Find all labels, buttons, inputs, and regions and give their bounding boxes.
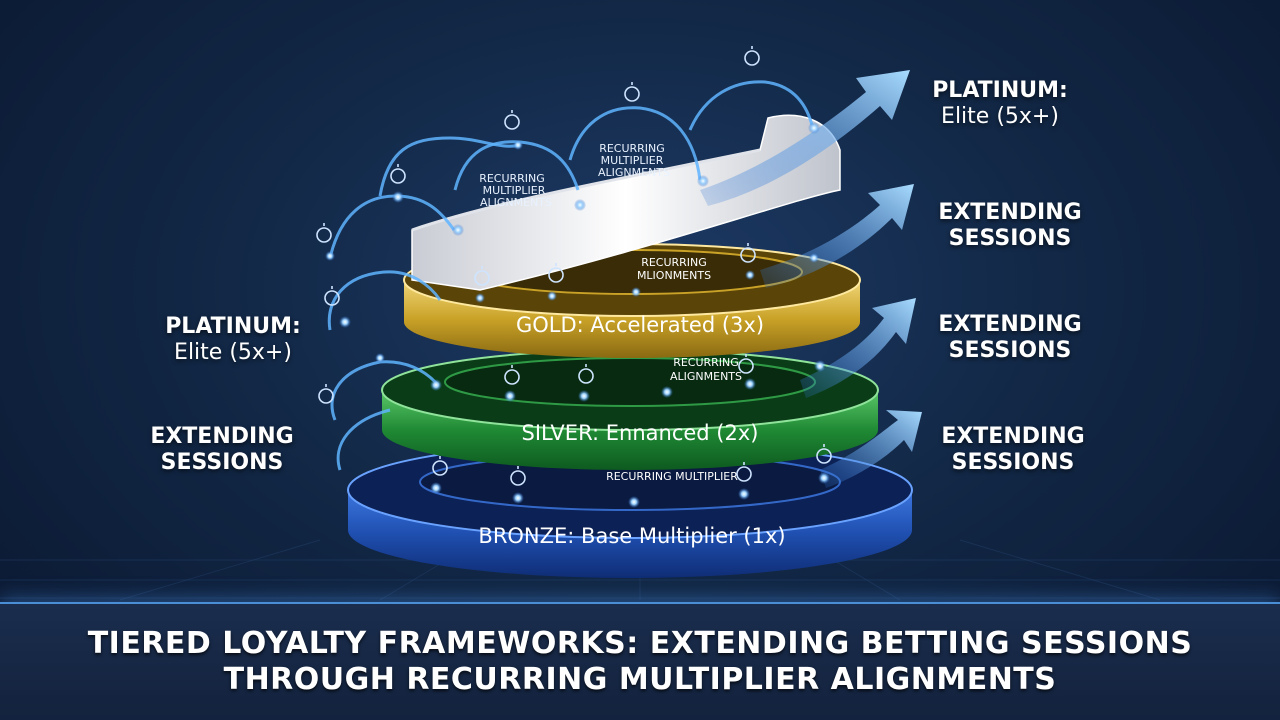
stopwatch-icon — [738, 354, 754, 374]
stopwatch-icons — [316, 46, 832, 486]
stopwatch-icon — [578, 364, 594, 384]
silver-label: SILVER: Ennanced (2x) — [522, 421, 759, 445]
stopwatch-icon — [318, 384, 334, 404]
title-line-2: THROUGH RECURRING MULTIPLIER ALIGNMENTS — [223, 662, 1057, 697]
arc-caption-line: ALIGNMENTS — [598, 166, 670, 179]
arc-caption-line: RECURRING — [599, 142, 665, 155]
right-label-line: EXTENDING — [941, 424, 1085, 449]
title-bar: TIERED LOYALTY FRAMEWORKS: EXTENDING BET… — [0, 602, 1280, 720]
silver-inner-label-1: RECURRING — [673, 356, 739, 369]
arc-caption-left: RECURRING MULTIPLIER ALIGNMENTS — [479, 172, 552, 209]
left-label-extending: EXTENDING SESSIONS — [137, 424, 307, 476]
stopwatch-icon — [324, 286, 340, 306]
right-label-line: SESSIONS — [948, 226, 1072, 251]
stopwatch-icon — [504, 110, 520, 130]
arc-caption-line: ALIGNMENTS — [480, 196, 552, 209]
right-label-platinum: PLATINUM: Elite (5x+) — [915, 78, 1085, 130]
arc-caption-right: RECURRING MULTIPLIER ALIGNMENTS — [598, 142, 670, 179]
stopwatch-icon — [736, 462, 752, 482]
arc-caption-line: MULTIPLIER — [601, 154, 664, 167]
stopwatch-icon — [624, 82, 640, 102]
silver-inner-label-2: ALIGNMENTS — [670, 370, 742, 383]
gold-inner-label-1: RECURRING — [641, 256, 707, 269]
right-label-line: Elite (5x+) — [941, 104, 1059, 129]
stopwatch-icon — [504, 365, 520, 385]
stopwatch-icon — [432, 456, 448, 476]
right-label-extending-1: EXTENDING SESSIONS — [925, 200, 1095, 252]
right-label-line: SESSIONS — [948, 338, 1072, 363]
stopwatch-icon — [816, 444, 832, 464]
stopwatch-icon — [474, 266, 490, 286]
arrow-silver — [800, 298, 916, 398]
right-label-line: EXTENDING — [938, 200, 1082, 225]
right-label-line: SESSIONS — [951, 450, 1075, 475]
right-label-extending-3: EXTENDING SESSIONS — [928, 424, 1098, 476]
arrow-bronze — [820, 410, 922, 488]
stopwatch-icon — [390, 164, 406, 184]
progress-arcs — [327, 80, 814, 471]
left-label-platinum: PLATINUM: Elite (5x+) — [148, 314, 318, 366]
right-label-extending-2: EXTENDING SESSIONS — [925, 312, 1095, 364]
right-label-line: EXTENDING — [938, 312, 1082, 337]
left-label-line: Elite (5x+) — [174, 340, 292, 365]
stopwatch-icon — [548, 263, 564, 283]
arc-caption-line: MULTIPLIER — [483, 184, 546, 197]
node-dots — [325, 122, 830, 508]
left-label-line: EXTENDING — [150, 424, 294, 449]
arrow-gold — [760, 184, 914, 288]
bronze-label: BRONZE: Base Multiplier (1x) — [478, 524, 785, 548]
title-line-1: TIERED LOYALTY FRAMEWORKS: EXTENDING BET… — [87, 626, 1193, 661]
arc-caption-line: RECURRING — [479, 172, 545, 185]
gold-label: GOLD: Accelerated (3x) — [516, 313, 764, 337]
bronze-inner-label: RECURRING MULTIPLIER — [606, 470, 738, 483]
silver-ring: SILVER: Ennanced (2x) RECURRING ALIGNMEN… — [381, 349, 879, 470]
left-label-line: SESSIONS — [160, 450, 284, 475]
right-label-line: PLATINUM: — [932, 78, 1068, 103]
stopwatch-icon — [744, 46, 760, 66]
stopwatch-icon — [316, 223, 332, 243]
stopwatch-icon — [510, 466, 526, 486]
left-label-line: PLATINUM: — [165, 314, 301, 339]
growth-arrows — [700, 70, 922, 488]
stopwatch-icon — [740, 243, 756, 263]
gold-inner-label-2: MLIONMENTS — [637, 269, 711, 282]
arrow-platinum — [700, 70, 910, 206]
